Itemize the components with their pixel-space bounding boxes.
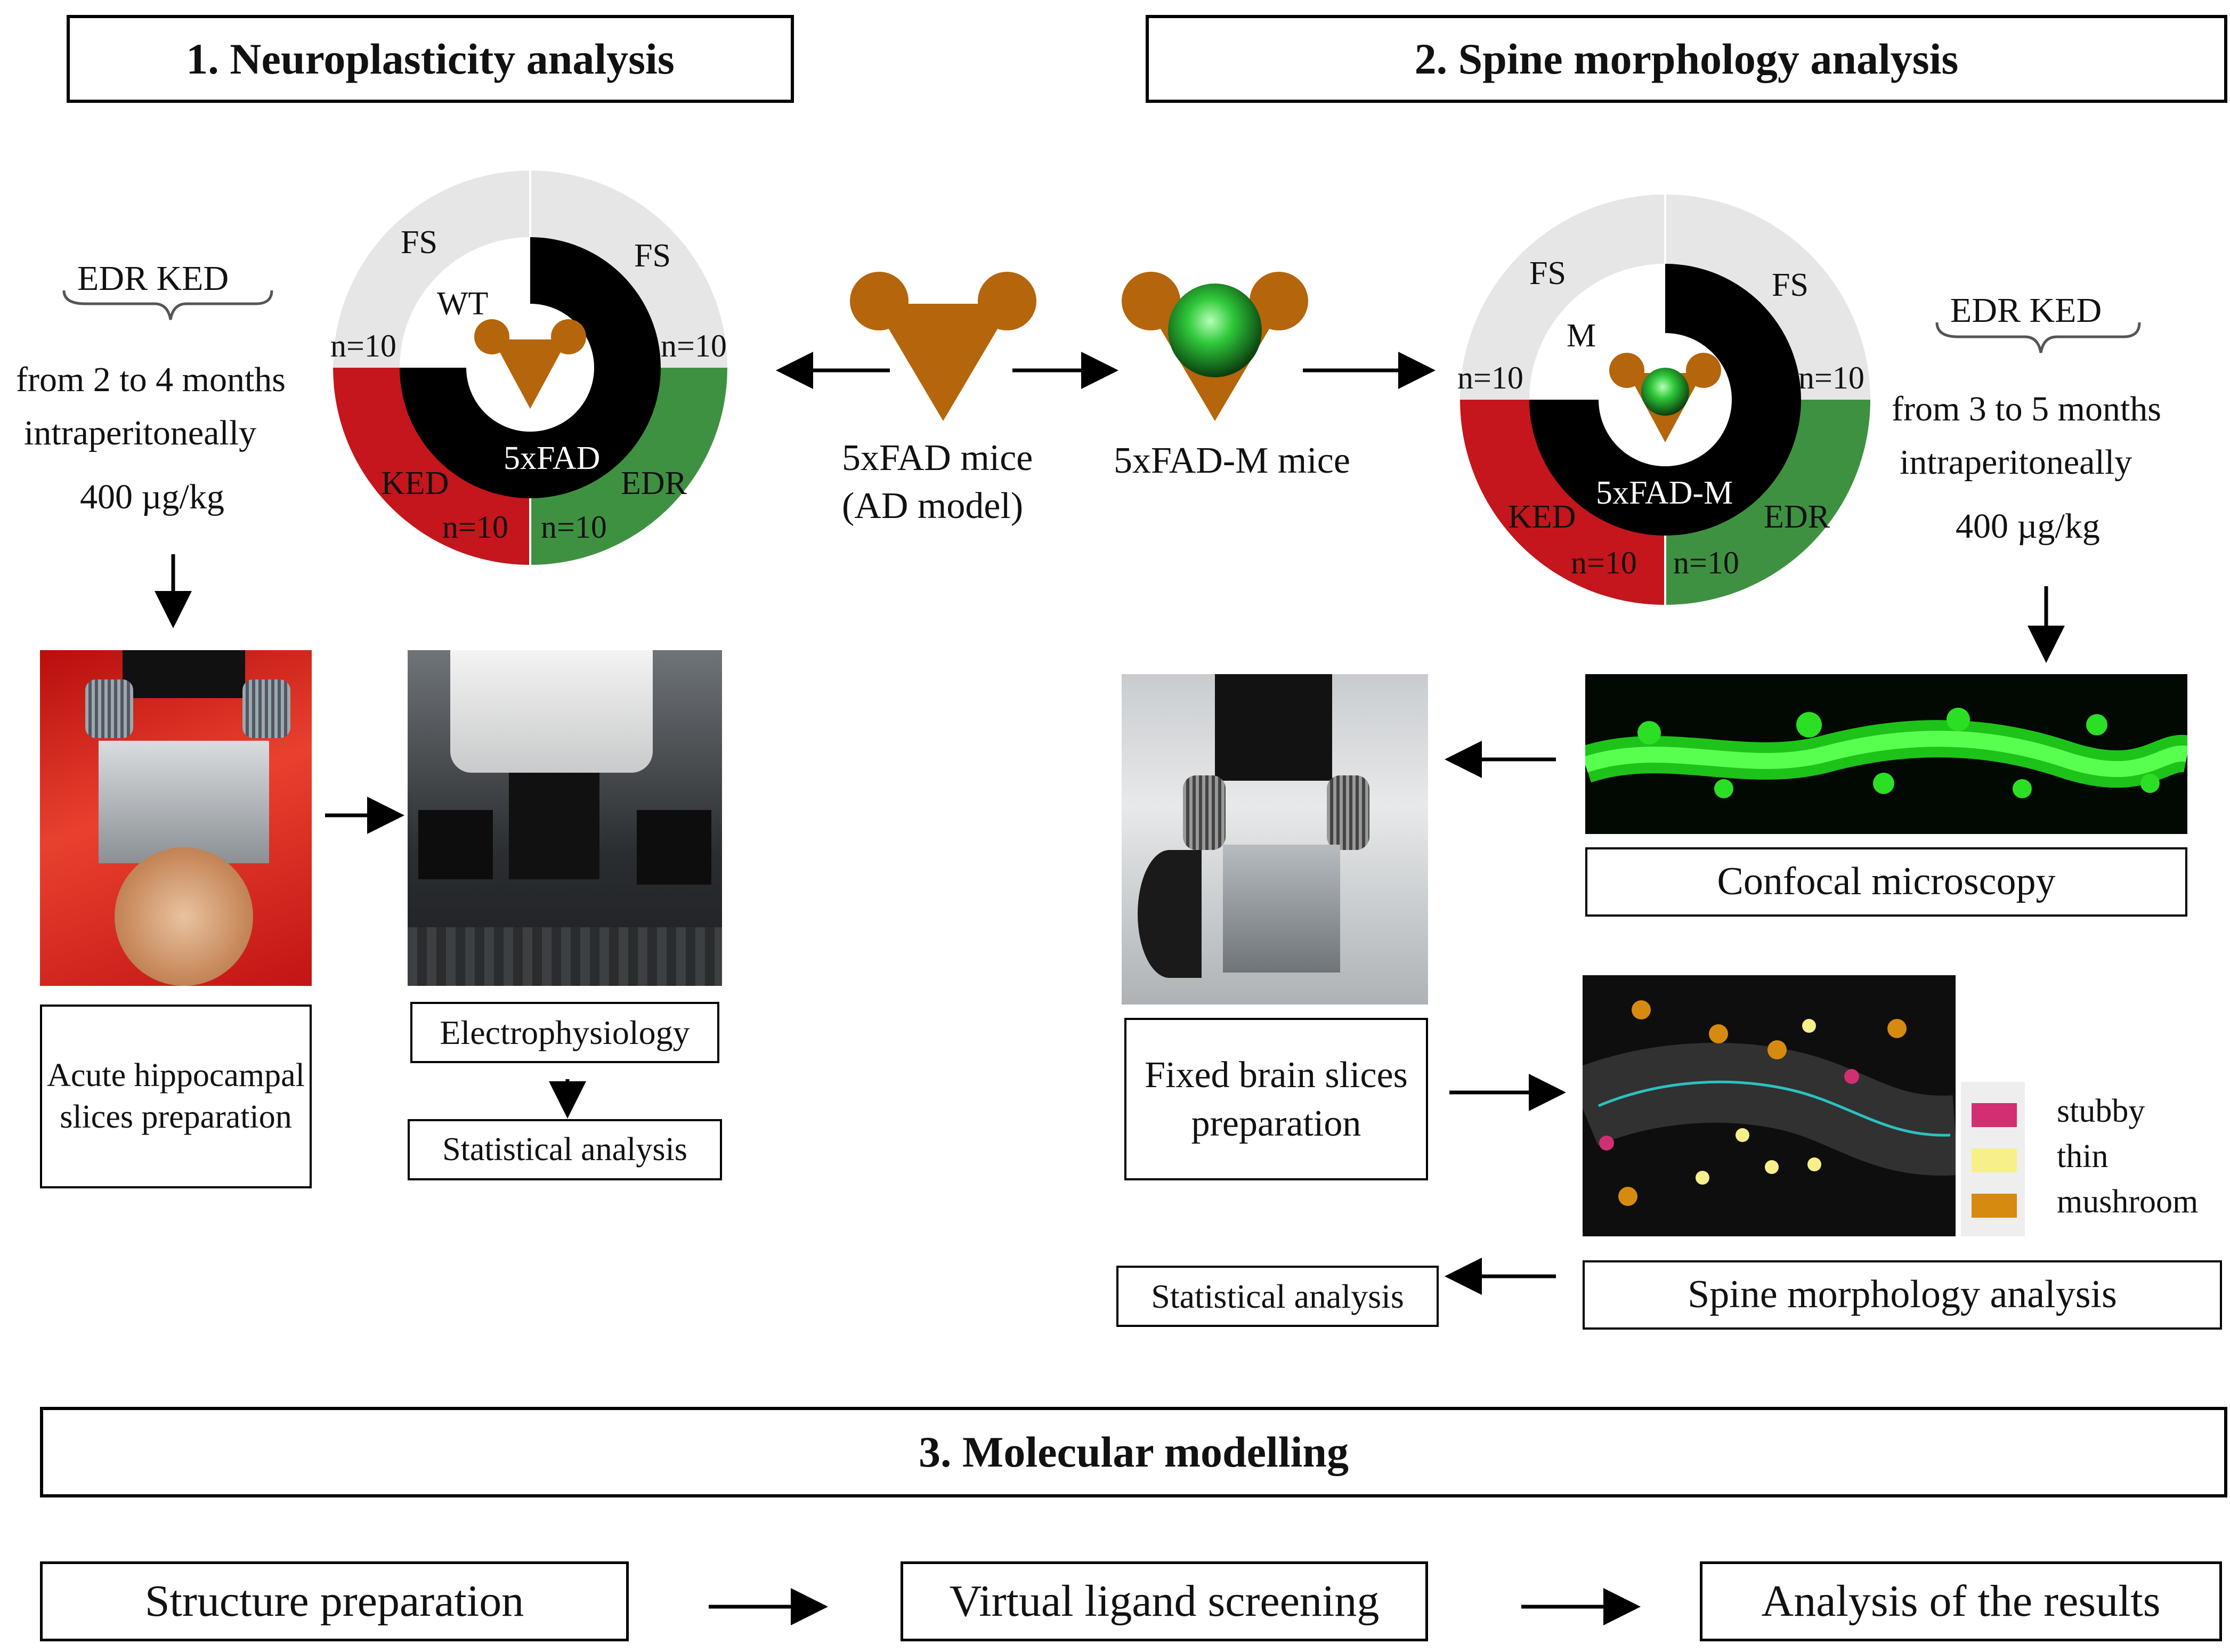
thin-spines — [1696, 1019, 1821, 1185]
step-screening-box: Virtual ligand screening — [901, 1561, 1428, 1641]
legend-stubby-swatch — [1972, 1103, 2017, 1127]
ephys-box: Electrophysiology — [410, 1002, 719, 1063]
wheel1-ked-label: KED — [381, 465, 449, 501]
legend-mushroom-label: mushroom — [2057, 1184, 2199, 1220]
legend-thin-label: thin — [2057, 1138, 2109, 1175]
confocal-box: Confocal microscopy — [1585, 847, 2187, 917]
step-screening-label: Virtual ligand screening — [949, 1576, 1380, 1626]
slices-prep-label: Acute hippocampal slices preparation — [47, 1057, 305, 1135]
section1-title: 1. Neuroplasticity analysis — [186, 34, 675, 83]
mice2-label: 5xFAD-M mice — [1114, 440, 1350, 481]
ephys-label: Electrophysiology — [440, 1013, 690, 1051]
section3-title: 3. Molecular modelling — [918, 1428, 1349, 1476]
treatment1-dose: 400 µg/kg — [80, 477, 224, 516]
legend-thin-swatch — [1972, 1148, 2017, 1172]
mushroom-spines — [1618, 1000, 1907, 1206]
wheel2-n-ll: n=10 — [1571, 545, 1637, 580]
confocal-label: Confocal microscopy — [1717, 860, 2056, 904]
brace-right — [1935, 322, 2141, 353]
wheel1-n-ul: n=10 — [330, 328, 396, 363]
treatment2-drugs: EDR KED — [1950, 291, 2102, 330]
wheel2-fs-left: FS — [1529, 255, 1566, 291]
spine-analysis-label: Spine morphology analysis — [1688, 1273, 2117, 1317]
spine-analysis-box: Spine morphology analysis — [1583, 1260, 2222, 1330]
stubby-spines — [1599, 1069, 1859, 1151]
fixed-slices-box: Fixed brain slices preparation — [1124, 1018, 1428, 1180]
stat1-box: Statistical analysis — [408, 1119, 722, 1180]
step-results-label: Analysis of the results — [1761, 1576, 2161, 1626]
group-wheel-1 — [333, 171, 727, 565]
brace-left — [62, 290, 273, 320]
legend-stubby-label: stubby — [2057, 1093, 2145, 1129]
fixed-slices-label: Fixed brain slices preparation — [1145, 1054, 1408, 1144]
wheel1-edr-label: EDR — [621, 465, 687, 501]
vibratome-photo — [1122, 674, 1428, 1005]
wheel1-n-lr: n=10 — [541, 509, 607, 545]
wheel1-fs-right: FS — [634, 238, 671, 274]
treatment1-drugs: EDR KED — [77, 259, 229, 298]
slicer-photo — [40, 650, 312, 986]
slices-prep-box: Acute hippocampal slices preparation — [40, 1005, 312, 1188]
spine-classification-image — [1583, 975, 1956, 1236]
section1-title-box: 1. Neuroplasticity analysis — [67, 15, 794, 103]
treatment1-period: from 2 to 4 months — [16, 360, 286, 399]
wheel1-n-ur: n=10 — [661, 328, 727, 363]
wheel2-m-label: M — [1567, 318, 1596, 354]
wheel2-fs-right: FS — [1772, 267, 1809, 303]
wheel1-wt-label: WT — [437, 286, 489, 322]
mouse-5xfad-m-icon — [1122, 272, 1308, 421]
stat1-label: Statistical analysis — [442, 1131, 687, 1168]
wheel2-ked-label: KED — [1508, 499, 1576, 535]
small-mouse-icon — [474, 319, 586, 409]
section3-title-box: 3. Molecular modelling — [40, 1407, 2227, 1497]
wheel1-fs-left: FS — [401, 224, 437, 261]
step-structure-label: Structure preparation — [144, 1576, 524, 1626]
wheel2-edr-label: EDR — [1764, 499, 1830, 535]
section2-title-box: 2. Spine morphology analysis — [1146, 15, 2227, 103]
treatment2-route: intraperitoneally — [1900, 443, 2132, 482]
treatment1-route: intraperitoneally — [24, 414, 257, 452]
wheel2-n-ul: n=10 — [1457, 360, 1523, 395]
wheel2-n-lr: n=10 — [1673, 545, 1739, 580]
step-structure-box: Structure preparation — [40, 1561, 629, 1641]
wheel2-5xfad-m-label: 5xFAD-M — [1596, 475, 1733, 511]
confocal-image — [1585, 674, 2187, 834]
wheel2-n-ur: n=10 — [1798, 360, 1864, 395]
ephys-rig-photo — [408, 650, 722, 986]
step-results-box: Analysis of the results — [1700, 1561, 2222, 1641]
mice1-label-line1: 5xFAD mice — [842, 438, 1033, 479]
group-wheel-2 — [1460, 195, 1870, 605]
mice1-label-line2: (AD model) — [842, 485, 1024, 527]
mouse-5xfad-icon — [850, 272, 1036, 421]
legend-mushroom-swatch — [1972, 1194, 2017, 1218]
stat2-box: Statistical analysis — [1116, 1266, 1439, 1327]
stat2-label: Statistical analysis — [1151, 1277, 1404, 1315]
treatment2-dose: 400 µg/kg — [1956, 507, 2100, 546]
wheel1-n-ll: n=10 — [442, 509, 508, 545]
treatment2-period: from 3 to 5 months — [1892, 390, 2161, 428]
wheel1-5xfad-label: 5xFAD — [504, 440, 601, 476]
section2-title: 2. Spine morphology analysis — [1414, 34, 1959, 83]
